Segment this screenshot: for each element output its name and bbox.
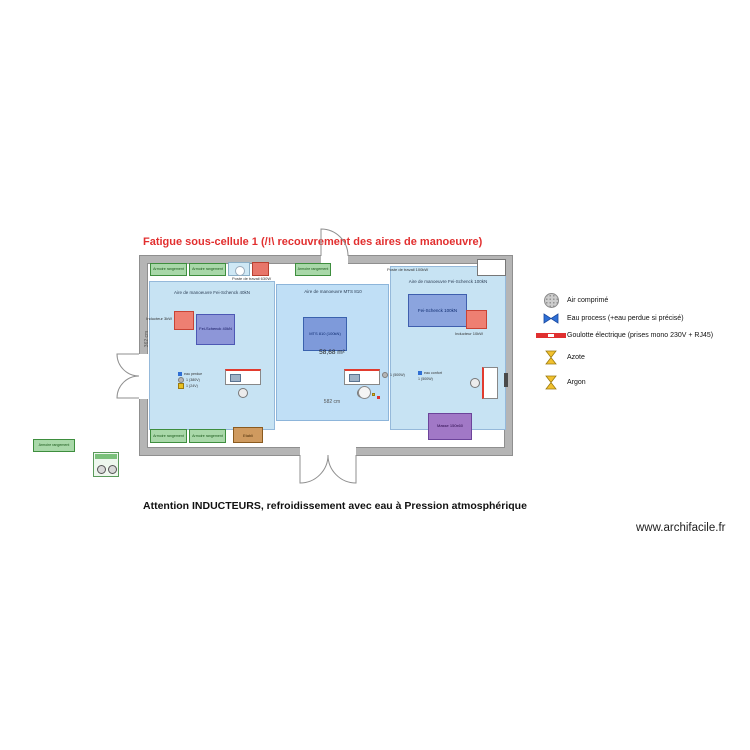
door-gap-bottom bbox=[300, 445, 356, 457]
dimension-width: 582 cm bbox=[323, 399, 341, 405]
fei-schenck-100kn-machine[interactable]: Fei-Schenck 100kN bbox=[408, 294, 467, 327]
air-compressed-icon bbox=[543, 293, 559, 308]
manoeuvre-area-fs40[interactable] bbox=[149, 281, 275, 430]
storage-cabinet[interactable]: Armoire rangement bbox=[189, 429, 226, 443]
wheel-icon bbox=[97, 465, 106, 474]
water-outlet-icon bbox=[418, 371, 422, 375]
utility-label: eau perdue bbox=[184, 372, 203, 376]
fei-schenck-40kn-machine[interactable]: Fei-Schenck 40kN bbox=[196, 314, 235, 345]
storage-cabinet-outside[interactable]: Armoire rangement bbox=[33, 439, 75, 452]
workstation-label-right: Poste de travail 100kW bbox=[387, 267, 429, 272]
water-outlet-icon bbox=[178, 372, 182, 376]
manoeuvre-area-fs100[interactable] bbox=[390, 266, 506, 430]
air-outlet-icon bbox=[382, 372, 388, 378]
storage-cabinet[interactable]: Armoire rangement bbox=[295, 263, 331, 276]
inducteur-3kw[interactable] bbox=[174, 311, 194, 330]
utility-cluster-left: eau perdue 1 (380V) 1 (24V) bbox=[178, 371, 202, 389]
storage-cabinet[interactable]: Armoire rangement bbox=[150, 429, 187, 443]
chair-right[interactable] bbox=[470, 378, 480, 388]
inducteur-10kw[interactable] bbox=[466, 310, 487, 329]
mts-810-machine[interactable]: MTS 810 (100kN) bbox=[303, 317, 347, 351]
legend-item-water: Eau process (+eau perdue si précisé) bbox=[535, 313, 684, 324]
electrical-panel[interactable] bbox=[477, 259, 506, 276]
desk-left[interactable] bbox=[225, 369, 261, 385]
storage-cabinet[interactable]: Armoire rangement bbox=[189, 263, 226, 276]
water-process-icon bbox=[543, 313, 559, 324]
legend-item-argon: Argon bbox=[535, 375, 586, 390]
workbench[interactable]: Etabli bbox=[233, 427, 263, 443]
sink-bowl-icon bbox=[235, 266, 245, 276]
air-outlet-icon bbox=[178, 377, 184, 383]
gas-outlet-icon bbox=[178, 383, 184, 389]
utility-cluster-right: eau confort 1 (500W) bbox=[418, 370, 442, 382]
legend-label: Azote bbox=[567, 354, 585, 361]
storage-cabinet[interactable]: Armoire rangement bbox=[150, 263, 187, 276]
masse-unit[interactable]: Masse 150x60 bbox=[428, 413, 472, 440]
nitrogen-icon bbox=[545, 350, 557, 365]
electrical-trunking-icon bbox=[536, 333, 566, 338]
utility-label: 1 (380V) bbox=[186, 378, 200, 382]
page-title: Fatigue sous-cellule 1 (/!\ recouvrement… bbox=[143, 236, 483, 248]
red-equipment-unit[interactable] bbox=[252, 262, 269, 276]
manoeuvre-area-mts810-label: Aire de manoeuvre MTS 810 bbox=[304, 289, 362, 294]
legend-label: Argon bbox=[567, 379, 586, 386]
legend-label: Air comprimé bbox=[567, 297, 609, 304]
legend-label: Eau process (+eau perdue si précisé) bbox=[567, 315, 684, 322]
inducteur-3kw-label: Inducteur 3kW bbox=[146, 316, 172, 321]
power-outlet-icon bbox=[377, 396, 380, 399]
legend-item-nitrogen: Azote bbox=[535, 350, 585, 365]
monitor-icon bbox=[349, 374, 360, 382]
wheel-icon bbox=[108, 465, 117, 474]
manoeuvre-area-fs100-label: Aire de manoeuvre Fei-Schenck 100kN bbox=[408, 279, 488, 284]
wall-fixture bbox=[504, 373, 508, 387]
footer-note: Attention INDUCTEURS, refroidissement av… bbox=[143, 500, 527, 512]
utility-label: eau confort bbox=[424, 371, 442, 375]
manoeuvre-area-mts810[interactable] bbox=[276, 284, 389, 421]
surface-area-label: 58,68 m² bbox=[319, 349, 345, 356]
utility-cluster-middle: 1 (500W) bbox=[382, 372, 405, 378]
chair-left[interactable] bbox=[238, 388, 248, 398]
desk-right[interactable] bbox=[482, 367, 498, 399]
legend-item-trunking: Goulotte électrique (prises mono 230V + … bbox=[535, 332, 713, 339]
manoeuvre-area-fs40-label: Aire de manoeuvre Fei-Schenck 40kN bbox=[173, 290, 251, 295]
door-gap-top bbox=[321, 254, 348, 265]
utility-label: 1 (500W) bbox=[418, 377, 433, 381]
sink-unit[interactable] bbox=[228, 262, 250, 276]
watermark: www.archifacile.fr bbox=[636, 522, 726, 534]
argon-icon bbox=[545, 375, 557, 390]
monitor-icon bbox=[230, 374, 241, 382]
legend-item-air: Air comprimé bbox=[535, 293, 608, 308]
workstation-label-left: Poste de travail 630W bbox=[232, 276, 272, 281]
utility-label: 1 (24V) bbox=[186, 384, 198, 388]
legend-label: Goulotte électrique (prises mono 230V + … bbox=[567, 332, 714, 339]
stool[interactable] bbox=[358, 386, 371, 399]
trolley[interactable] bbox=[93, 452, 119, 477]
inducteur-10kw-label: Inducteur 10kW bbox=[455, 331, 484, 336]
trolley-top-icon bbox=[95, 454, 117, 459]
nitrogen-outlet-icon bbox=[372, 393, 375, 396]
desk-middle[interactable] bbox=[344, 369, 380, 385]
door-gap-left bbox=[138, 354, 149, 399]
utility-label: 1 (500W) bbox=[390, 373, 405, 377]
